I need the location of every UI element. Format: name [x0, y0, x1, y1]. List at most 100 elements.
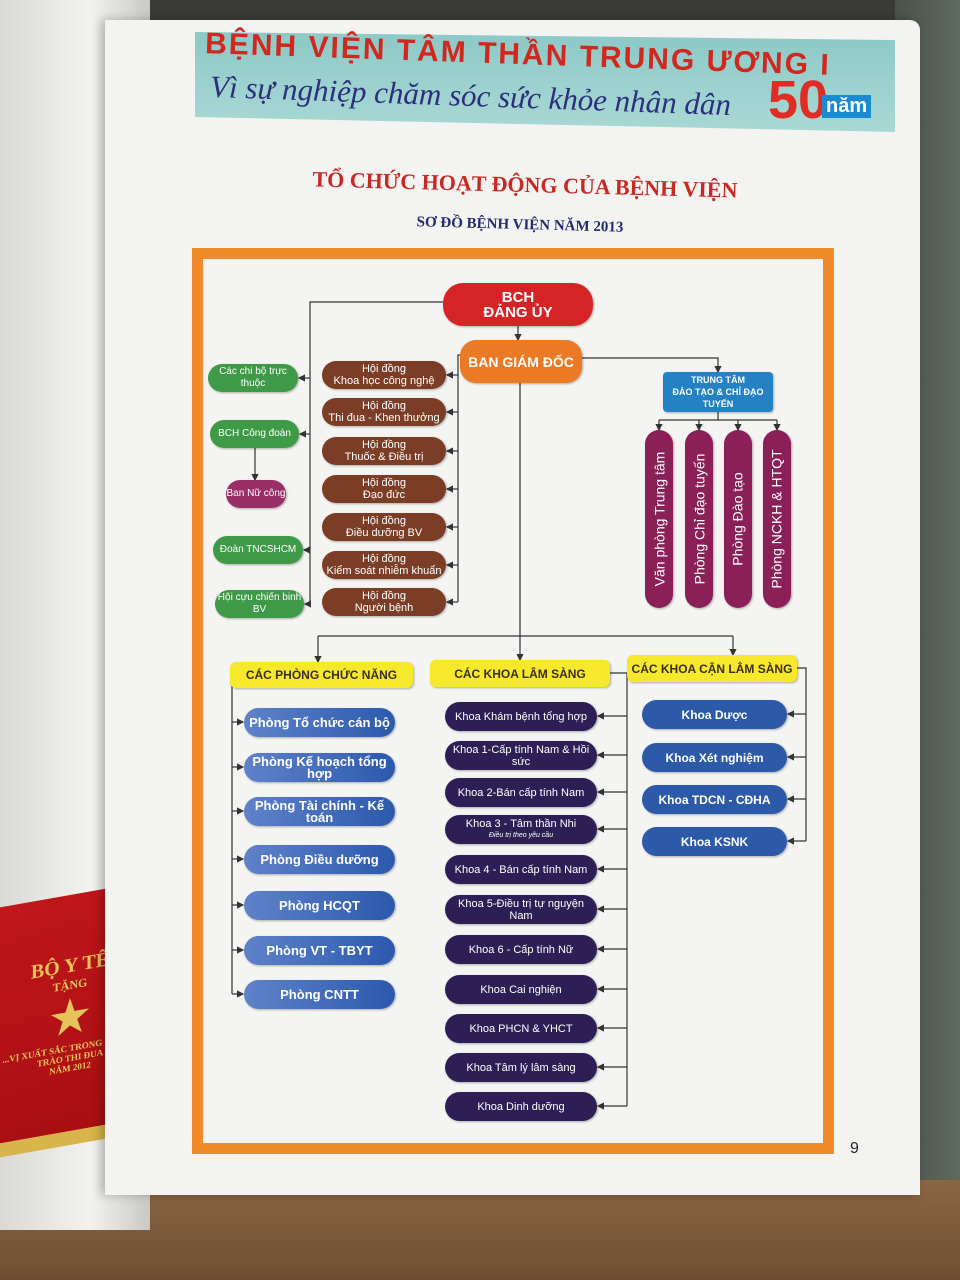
clinical-dept-node: Khoa PHCN & YHCT: [445, 1014, 597, 1043]
node-label: Phòng Đào tạo: [730, 472, 746, 566]
paraclinical-dept-node: Khoa Xét nghiệm: [642, 743, 787, 772]
node-label: Khoa KSNK: [680, 834, 749, 849]
node-label: ĐÀO TẠO & CHỈ ĐẠO TUYẾN: [672, 387, 764, 409]
group-header-clinical: CÁC KHOA LÂM SÀNG: [430, 660, 610, 687]
node-label: CÁC PHÒNG CHỨC NĂNG: [245, 668, 398, 682]
page-number: 9: [850, 1140, 859, 1157]
mass-org-node: Các chi bộ trực thuộc: [208, 364, 298, 392]
node-label: Phòng Kế hoạch tổng hợp: [252, 753, 387, 781]
node-label: BAN GIÁM ĐỐC: [468, 353, 574, 370]
connector-line: [230, 674, 233, 994]
node-label: Kiểm soát nhiễm khuẩn: [326, 565, 442, 577]
clinical-dept-node: Khoa Khám bệnh tổng hợp: [445, 702, 597, 731]
connector-line: [659, 412, 777, 421]
functional-dept-node: Phòng Điều dưỡng: [244, 845, 395, 874]
clinical-dept-node: Khoa 1-Cấp tính Nam & Hồi sức: [445, 741, 597, 770]
connector-line: [582, 357, 722, 374]
node-label: Hội đồng: [361, 590, 407, 602]
node-label: Khoa 3 - Tâm thần Nhi: [465, 817, 577, 830]
paraclinical-dept-node: Khoa KSNK: [642, 827, 787, 856]
node-label: Phòng Điều dưỡng: [260, 851, 379, 867]
anniversary-number: 50: [768, 70, 829, 130]
node-label: Phòng Tài chính - Kế toán: [254, 797, 385, 825]
node-label: ĐẢNG ỦY: [483, 303, 553, 321]
center-unit-node: Phòng Đào tạo: [724, 430, 752, 608]
node-label: Khoa TDCN - CĐHA: [658, 792, 771, 807]
node-label: Phòng Chỉ đạo tuyến: [691, 453, 708, 585]
clinical-dept-node: Khoa 5-Điều trị tự nguyện Nam: [445, 895, 597, 924]
center-unit-node: Văn phòng Trung tâm: [645, 430, 673, 608]
node-note: Điều trị theo yêu cầu: [488, 831, 554, 839]
node-label: Hội đồng: [361, 363, 407, 375]
node-label: Thi đua - Khen thưởng: [328, 412, 440, 424]
node-label: Phòng HCQT: [279, 897, 360, 913]
node-label: Hội đồng: [361, 400, 407, 412]
header-banner: [195, 32, 895, 132]
board-of-directors-node: BAN GIÁM ĐỐC: [460, 340, 582, 383]
node-label: Khoa Cai nghiện: [480, 983, 562, 996]
node-label: TRUNG TÂM: [691, 375, 745, 385]
node-label: Ban Nữ công: [226, 488, 286, 499]
clinical-dept-node: Khoa 6 - Cấp tính Nữ: [445, 935, 597, 964]
anniversary-unit: năm: [822, 95, 872, 118]
node-label: Hội cựu chiến binh BV: [217, 592, 302, 615]
functional-dept-node: Phòng Tổ chức cán bộ: [244, 708, 395, 737]
functional-dept-node: Phòng CNTT: [244, 980, 395, 1009]
node-label: Khoa 5-Điều trị tự nguyện Nam: [458, 897, 584, 922]
node-label: BCH Công đoàn: [218, 428, 291, 439]
table-surface: [0, 1180, 960, 1280]
functional-dept-node: Phòng VT - TBYT: [244, 936, 395, 965]
connector-line: [797, 667, 807, 841]
mass-org-node: Đoàn TNCSHCM: [213, 536, 303, 564]
connector-line: [457, 354, 460, 602]
mass-org-node: BCH Công đoàn: [210, 420, 299, 448]
node-label: Hội đồng: [361, 439, 407, 451]
paraclinical-dept-node: Khoa TDCN - CĐHA: [642, 785, 787, 814]
node-label: BCH: [501, 288, 535, 306]
node-label: Khoa 4 - Bán cấp tính Nam: [454, 863, 588, 876]
node-label: CÁC KHOA CẬN LÂM SÀNG: [631, 661, 793, 676]
center-unit-node: Phòng NCKH & HTQT: [763, 430, 791, 608]
connector-line: [309, 301, 443, 604]
node-label: Hội đồng: [361, 515, 407, 527]
node-label: Đoàn TNCSHCM: [219, 544, 297, 555]
group-header-functional: CÁC PHÒNG CHỨC NĂNG: [230, 662, 413, 688]
functional-dept-node: Phòng HCQT: [244, 891, 395, 920]
node-label: Khoa PHCN & YHCT: [469, 1022, 573, 1035]
center-unit-node: Phòng Chỉ đạo tuyến: [685, 430, 713, 608]
node-label: Thuốc & Điều trị: [344, 451, 424, 463]
node-label: Văn phòng Trung tâm: [651, 451, 667, 587]
node-label: Khoa 1-Cấp tính Nam & Hồi sức: [452, 743, 590, 768]
node-label: Khoa Dược: [681, 707, 748, 722]
mass-org-node: Ban Nữ công: [226, 480, 286, 508]
clinical-dept-node: Khoa Cai nghiện: [445, 975, 597, 1004]
connector-line: [610, 672, 628, 1106]
clinical-dept-node: Khoa 4 - Bán cấp tính Nam: [445, 855, 597, 884]
mass-org-node: Hội cựu chiến binh BV: [215, 590, 304, 618]
clinical-dept-node: Khoa Tâm lý lâm sàng: [445, 1053, 597, 1082]
node-label: Phòng VT - TBYT: [266, 942, 373, 958]
group-header-paraclinical: CÁC KHOA CẬN LÂM SÀNG: [627, 655, 797, 682]
node-label: Hội đồng: [361, 477, 407, 489]
node-label: Khoa Tâm lý lâm sàng: [466, 1061, 576, 1074]
node-label: CÁC KHOA LÂM SÀNG: [454, 666, 586, 681]
node-label: Phòng Tổ chức cán bộ: [249, 714, 390, 730]
node-label: Người bệnh: [354, 602, 414, 614]
node-label: Khoa Khám bệnh tổng hợp: [455, 710, 587, 723]
node-label: Khoa Xét nghiệm: [665, 750, 764, 765]
node-label: Khoa 2-Bán cấp tính Nam: [457, 786, 585, 799]
node-label: Khoa học công nghệ: [333, 375, 435, 387]
node-label: Hội đồng: [361, 553, 407, 565]
training-center-node: TRUNG TÂM ĐÀO TẠO & CHỈ ĐẠO TUYẾN: [663, 372, 773, 412]
node-label: Đạo đức: [362, 489, 406, 501]
clinical-dept-node: Khoa Dinh dưỡng: [445, 1092, 597, 1121]
